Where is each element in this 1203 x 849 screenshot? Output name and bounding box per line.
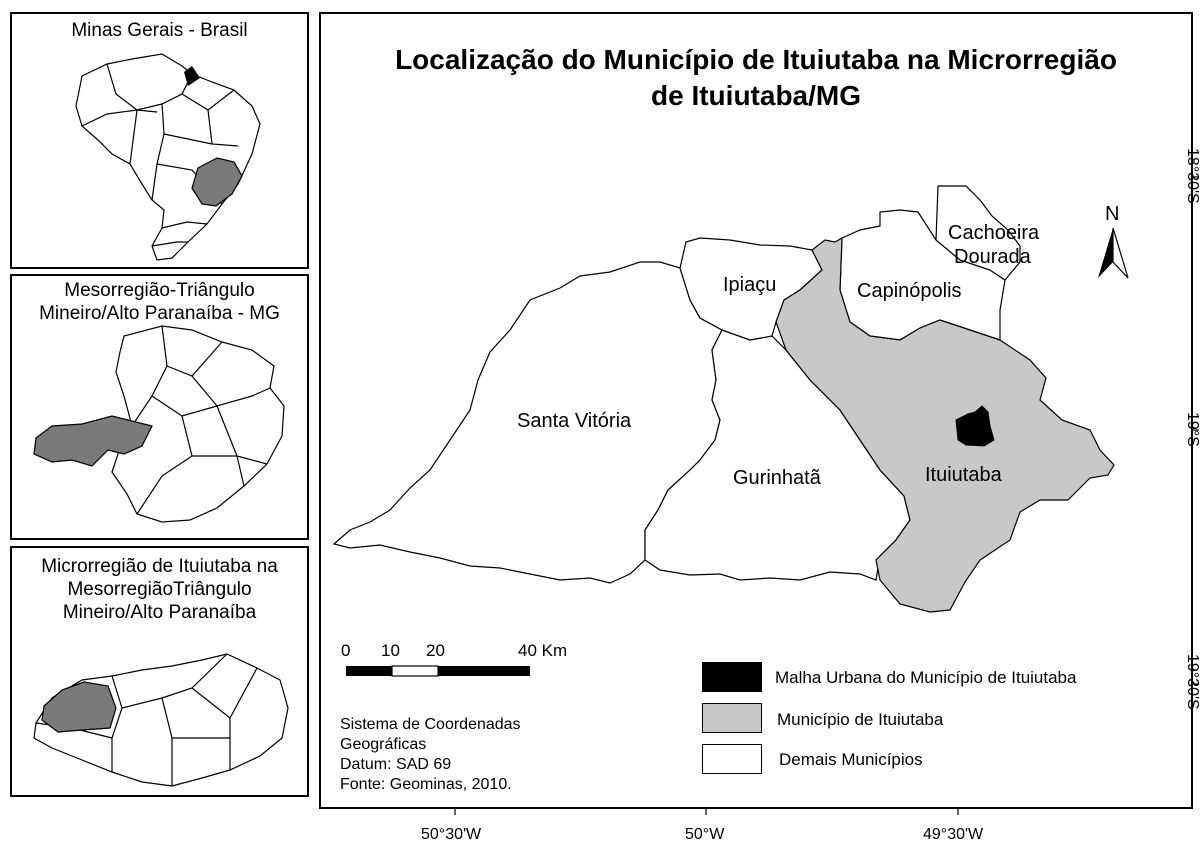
label-cachoeira-dourada-line2: Dourada xyxy=(954,246,1031,268)
label-cachoeira-dourada-line1: Cachoeira xyxy=(948,222,1040,244)
inset-brazil-title: Minas Gerais - Brasil xyxy=(71,20,248,41)
legend-label-ituiutaba: Município de Ituiutaba xyxy=(777,710,944,729)
info-line-2: Geográficas xyxy=(340,736,427,753)
inset-brazil: Minas Gerais - Brasil xyxy=(10,12,309,269)
inset-microrregiao: Microrregião de Ituiutaba na Mesorregião… xyxy=(10,546,309,797)
legend-label-urban: Malha Urbana do Município de Ituiutaba xyxy=(775,668,1077,687)
latitude-label-1: 18°30'S xyxy=(1184,148,1201,204)
scale-label-40km: 40 Km xyxy=(518,641,568,660)
north-label: N xyxy=(1105,203,1120,225)
legend-swatch-ituiutaba xyxy=(702,703,762,733)
inset-mesorregiao: Mesorregião-Triângulo Mineiro/Alto Paran… xyxy=(10,274,309,540)
longitude-label-2: 50°W xyxy=(685,826,725,843)
scale-label-20: 20 xyxy=(426,641,445,660)
scale-label-0: 0 xyxy=(341,641,351,660)
microrregiao-map xyxy=(33,653,289,787)
info-line-3: Datum: SAD 69 xyxy=(340,756,452,773)
scale-label-10: 10 xyxy=(381,641,400,660)
minas-gerais-shape xyxy=(191,157,243,207)
info-line-1: Sistema de Coordenadas xyxy=(340,716,521,733)
legend-label-demais: Demais Municípios xyxy=(779,750,923,769)
label-ituiutaba: Ituiutaba xyxy=(925,464,1002,486)
legend-swatch-urban xyxy=(702,662,762,692)
mesorregiao-map xyxy=(33,325,285,523)
label-gurinhata: Gurinhatã xyxy=(733,467,821,489)
inset-meso-title-line1: Mesorregião-Triângulo xyxy=(64,280,255,301)
inset-meso-title-line2: Mineiro/Alto Paranaíba - MG xyxy=(39,303,280,324)
main-title-line2: de Ituiutaba/MG xyxy=(651,80,861,111)
label-santa-vitoria: Santa Vitória xyxy=(517,410,632,432)
triangulo-highlight-shape xyxy=(33,415,153,467)
latitude-label-3: 19°30'S xyxy=(1184,654,1201,710)
label-ipiacu: Ipiaçu xyxy=(723,274,777,296)
ituiutaba-micro-highlight-shape xyxy=(41,681,117,733)
inset-micro-title-line2: MesorregiãoTriângulo xyxy=(67,579,252,600)
inset-micro-title-line3: Mineiro/Alto Paranaíba xyxy=(62,602,257,623)
inset-micro-title-line1: Microrregião de Ituiutaba na xyxy=(41,556,278,577)
brazil-map xyxy=(75,53,261,261)
legend-swatch-demais xyxy=(702,744,762,774)
longitude-label-1: 50°30'W xyxy=(421,826,482,843)
main-title-line1: Localização do Município de Ituiutaba na… xyxy=(395,44,1117,75)
longitude-label-3: 49°30'W xyxy=(923,826,984,843)
info-line-4: Fonte: Geominas, 2010. xyxy=(340,776,512,793)
label-capinopolis: Capinópolis xyxy=(857,280,962,302)
latitude-label-2: 19°S xyxy=(1184,412,1201,447)
